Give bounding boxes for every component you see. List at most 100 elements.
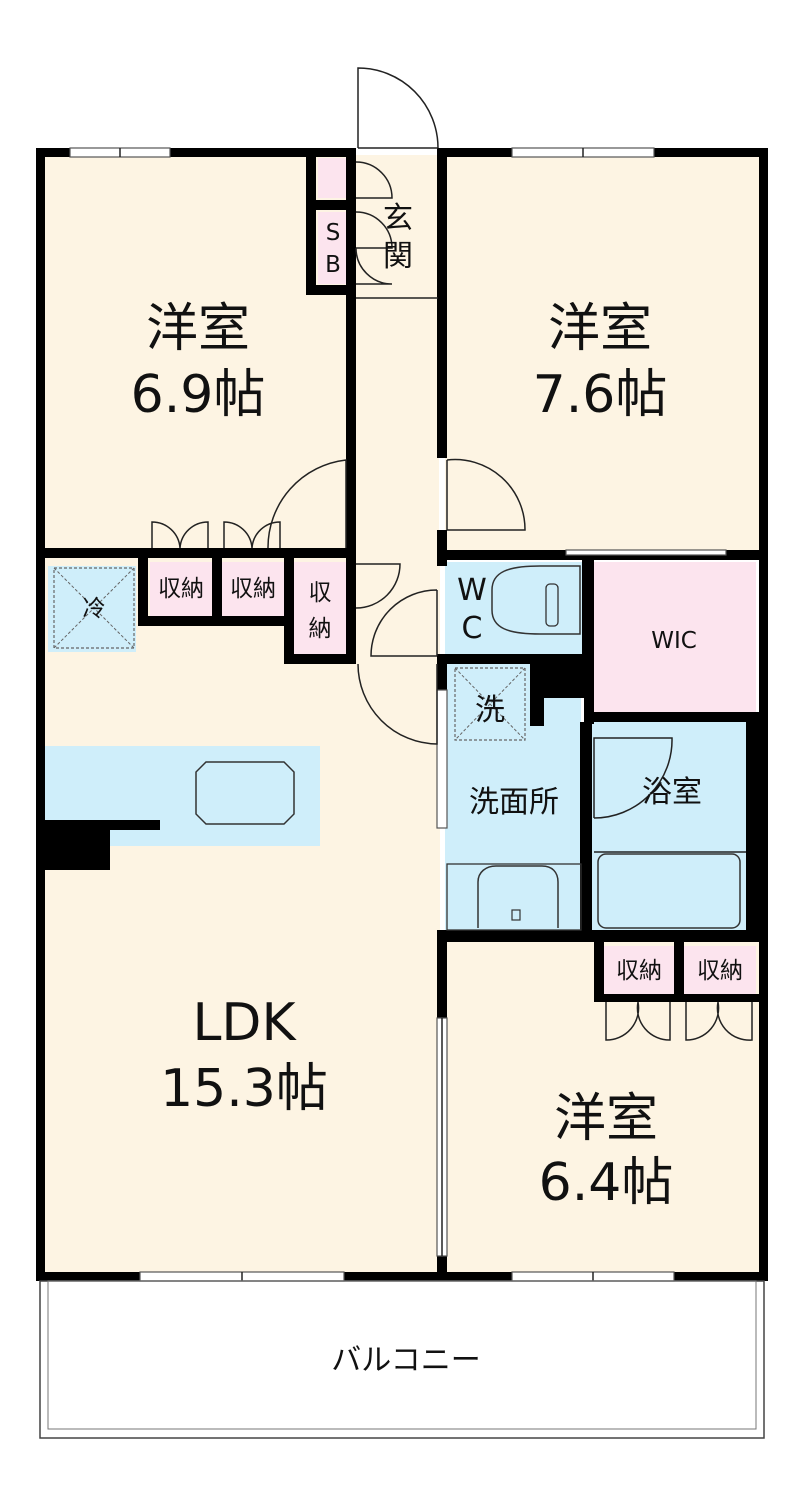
toilet-label-1: W xyxy=(457,573,487,608)
wall-se-storage-mid xyxy=(674,938,684,1000)
shoe-box-floor xyxy=(318,212,350,284)
sliding-door-wash xyxy=(436,689,448,829)
wall-hall-east-lower xyxy=(437,530,447,560)
toilet-floor xyxy=(445,562,585,654)
wet-fills xyxy=(44,158,756,994)
storage-1-label: 収納 xyxy=(158,576,204,602)
entrance-door xyxy=(357,67,439,149)
storage-4-floor xyxy=(604,946,674,994)
toilet-tank xyxy=(545,583,559,627)
entrance-label-2: 関 xyxy=(383,239,413,274)
bathroom-floor xyxy=(590,722,747,934)
floor-fills xyxy=(40,155,764,1437)
ldk-floor xyxy=(44,556,440,1272)
ldk-size: 15.3帖 xyxy=(160,1059,328,1119)
wall-se-west-bottom xyxy=(437,1256,447,1276)
wall-shoebox-bottom xyxy=(306,285,350,295)
wic-label: WIC xyxy=(651,628,697,654)
storage-5-door xyxy=(685,1001,753,1041)
wall-wic-left xyxy=(584,556,594,724)
wall-bath-right xyxy=(746,712,768,938)
storage-4-door xyxy=(605,1001,671,1041)
bedroom-ne-floor xyxy=(445,155,761,551)
shoebox-label-2: B xyxy=(325,252,341,278)
wall-storage3-right xyxy=(346,556,356,664)
storage-3-door xyxy=(355,563,401,609)
storage-2-floor xyxy=(222,562,284,616)
wall-core-pillar2 xyxy=(530,662,544,726)
wall-se-west-top xyxy=(437,938,447,1018)
balcony-floor xyxy=(40,1280,764,1437)
wall-storage-block xyxy=(138,556,148,622)
wall-se-storage-left xyxy=(594,938,604,1000)
bedroom-nw-name: 洋室 xyxy=(146,299,250,359)
storage-4-label: 収納 xyxy=(616,958,662,984)
wall-storage-div1 xyxy=(212,556,222,622)
washroom-label: 洗面所 xyxy=(469,785,559,820)
wall-wet-west xyxy=(437,660,447,690)
wall-west xyxy=(36,148,45,1281)
washer-label: 洗 xyxy=(475,693,505,728)
storage-5-label: 収納 xyxy=(697,958,743,984)
wall-hall-east-mid xyxy=(437,556,447,566)
bathroom-label: 浴室 xyxy=(642,775,702,810)
wall-hall-west xyxy=(346,148,356,568)
storage-1-door xyxy=(151,521,209,549)
balcony-label: バルコニー xyxy=(331,1343,480,1378)
wall-storage-div2 xyxy=(284,556,294,662)
wall-wc-bottom xyxy=(437,654,587,664)
ldk-name: LDK xyxy=(192,993,297,1053)
hall-floor xyxy=(355,155,439,660)
wall-shoebox-left xyxy=(306,155,316,295)
window-wic xyxy=(565,549,727,556)
wall-storage3-bottom xyxy=(284,654,356,664)
ldk-door xyxy=(357,663,438,745)
bedroom-se-size: 6.4帖 xyxy=(539,1153,674,1213)
bedroom-se-name: 洋室 xyxy=(554,1089,658,1149)
doors xyxy=(151,67,753,1041)
bedroom-nw-door xyxy=(267,459,347,549)
bedroom-ne-size: 7.6帖 xyxy=(533,365,668,425)
storage-3-floor xyxy=(294,562,346,654)
kitchen-sink xyxy=(195,761,295,825)
bathtub xyxy=(597,853,741,929)
wash-basin-counter xyxy=(446,863,582,931)
wall-north-left xyxy=(36,148,356,157)
fixtures xyxy=(39,565,765,1439)
wic-floor xyxy=(592,562,756,712)
bedroom-ne-door xyxy=(446,458,526,531)
fridge-box xyxy=(53,567,135,649)
shoe-top-floor xyxy=(318,158,350,198)
storage-3-label-2: 納 xyxy=(309,616,332,642)
windows xyxy=(69,147,727,1282)
wall-south xyxy=(36,1272,768,1281)
storage-5-floor xyxy=(684,946,756,994)
room-labels: 洋室 6.9帖 洋室 7.6帖 LDK 15.3帖 洋室 6.4帖 玄 関 S … xyxy=(83,201,744,1378)
wall-hall-east xyxy=(437,148,447,458)
bedroom-nw-floor xyxy=(44,155,349,551)
kitchen-pillar xyxy=(44,820,160,870)
wall-wic-bottom xyxy=(592,712,768,722)
wall-se-storage-bottom xyxy=(594,994,768,1002)
storage-1-floor xyxy=(150,562,212,616)
bedroom-ne-name: 洋室 xyxy=(548,299,652,359)
wall-wash-bath xyxy=(580,722,592,938)
entrance-label-1: 玄 xyxy=(383,201,413,236)
fridge-label: 冷 xyxy=(83,596,106,622)
toilet-fixture xyxy=(491,565,581,635)
wash-basin xyxy=(477,865,559,928)
shoebox-label-1: S xyxy=(326,220,341,246)
wall-wet-south xyxy=(437,930,768,942)
storage-3-label-1: 収 xyxy=(309,580,332,606)
toilet-label-2: C xyxy=(462,611,483,646)
bathroom-door xyxy=(593,737,673,819)
bedroom-nw-size: 6.9帖 xyxy=(131,365,266,425)
storage-2-label: 収納 xyxy=(230,576,276,602)
storage-2-door xyxy=(223,521,281,549)
wall-shoebox-top xyxy=(306,200,350,210)
shoebox-door xyxy=(355,161,393,285)
wc-door xyxy=(370,589,438,657)
washer-box xyxy=(454,667,526,741)
wall-nw-south xyxy=(36,548,356,558)
